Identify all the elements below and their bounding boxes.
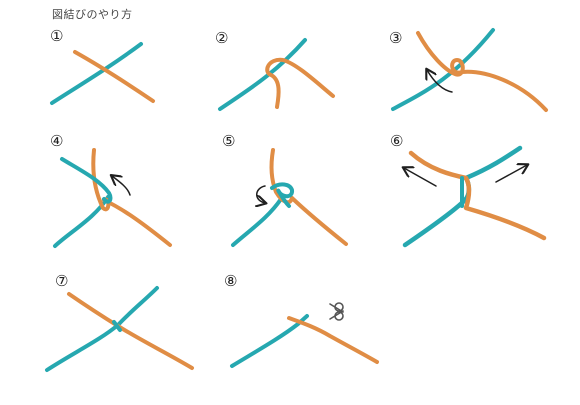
step-4-illustration (53, 148, 172, 248)
cord-blue (45, 286, 159, 372)
step-number-3: ③ (389, 29, 403, 47)
cord-blue (50, 42, 143, 105)
step-number-4: ④ (50, 132, 64, 150)
arrow-icon (257, 185, 265, 203)
cord-blue-loop (270, 182, 295, 208)
cord-blue (391, 28, 495, 111)
cord-blue (230, 314, 309, 368)
step-number-8: ⑧ (224, 272, 238, 290)
step-8-illustration (230, 302, 379, 368)
cord-blue (218, 38, 307, 111)
step-1-illustration (50, 42, 155, 105)
step-number-7: ⑦ (55, 272, 69, 290)
cord-orange (73, 50, 155, 103)
step-2-illustration (218, 38, 335, 111)
page-title: 図結びのやり方 (52, 8, 133, 21)
step-number-2: ② (215, 29, 229, 47)
step-7-illustration (45, 286, 194, 372)
arrow-icon (427, 70, 453, 93)
step-6-illustration (404, 145, 547, 248)
scissors-icon (329, 302, 344, 321)
step-5-illustration (231, 148, 348, 247)
arrow-icon (495, 165, 527, 183)
step-number-1: ① (50, 27, 64, 45)
cord-orange (67, 292, 194, 370)
cord-orange (287, 316, 379, 364)
arrow-icon (112, 176, 131, 196)
cord-blue-knot (112, 320, 122, 332)
cord-orange (265, 57, 335, 109)
cord-orange (408, 150, 547, 241)
cord-blue (231, 197, 283, 247)
step-number-6: ⑥ (390, 132, 404, 150)
step-3-illustration (391, 28, 548, 112)
cord-blue-loop (60, 157, 113, 204)
cord-orange (416, 31, 548, 112)
step-number-5: ⑤ (222, 132, 236, 150)
arrow-icon (404, 168, 437, 187)
cord-blue (53, 195, 110, 248)
